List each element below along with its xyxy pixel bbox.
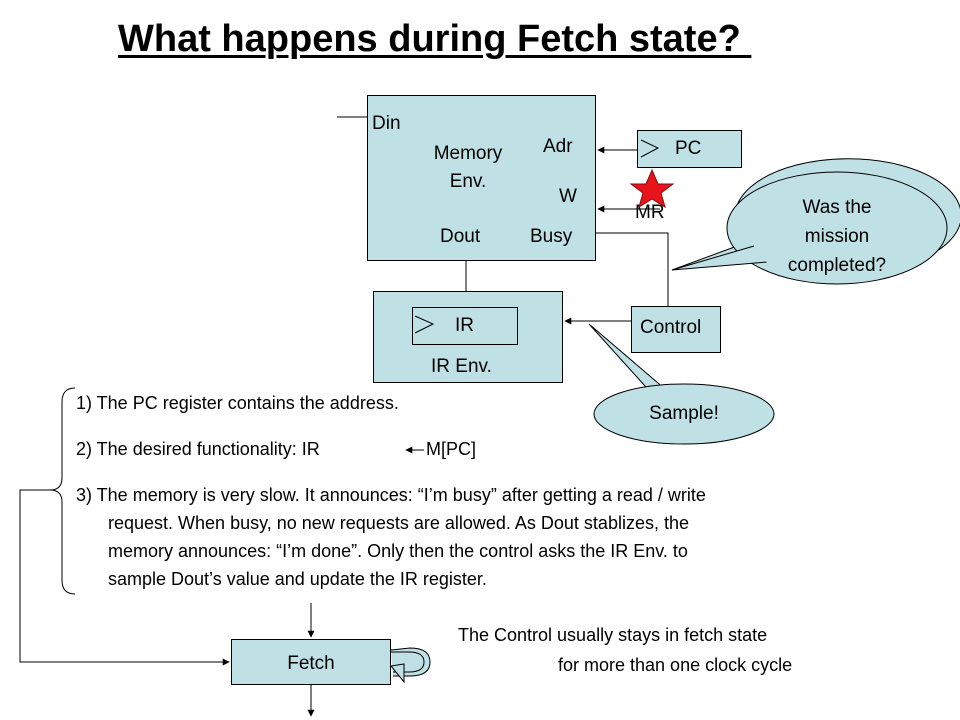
note-line2: for more than one clock cycle: [558, 655, 793, 675]
callout-question-shape: [726, 171, 948, 285]
step-3-line3: memory announces: “I’m done”. Only then …: [108, 541, 688, 561]
fetch-state-label: Fetch: [287, 653, 335, 674]
callout-question-line3: completed?: [787, 255, 887, 276]
control-label: Control: [640, 317, 702, 338]
step-2-part-b: M[PC]: [426, 439, 477, 459]
red-star: [629, 168, 675, 209]
memory-dout-label: Dout: [440, 226, 481, 247]
callout-sample-text: Sample!: [649, 403, 719, 424]
busy-to-control-wire: [596, 232, 669, 306]
memory-name-line1: Memory: [433, 143, 503, 164]
slide-title: What happens during Fetch state?: [118, 18, 752, 60]
pc-clock-triangle: [640, 139, 660, 158]
brace-to-fetch-arrow: [19, 489, 230, 666]
step-3-line2: request. When busy, no new requests are …: [108, 513, 689, 533]
callout-sample-shape: [593, 383, 775, 445]
step-2-part-a: 2) The desired functionality: IR: [76, 439, 320, 459]
memory-name-line2: Env.: [449, 171, 487, 192]
mr-signal-label: MR: [635, 202, 665, 223]
ir-register-label: IR: [455, 315, 474, 336]
note-line1: The Control usually stays in fetch state: [458, 625, 768, 645]
step-3-line1: 3) The memory is very slow. It announces…: [76, 485, 706, 505]
ir-clock-triangle: [414, 315, 435, 334]
callout-question-line2: mission: [804, 226, 870, 247]
steps-brace: [49, 387, 76, 595]
memory-env-box: [367, 95, 596, 261]
pc-register-box: [637, 130, 742, 168]
memory-w-label: W: [559, 186, 577, 207]
memory-adr-label: Adr: [543, 136, 573, 157]
memory-busy-label: Busy: [530, 226, 573, 247]
memory-din-label: Din: [372, 113, 401, 134]
step-1: 1) The PC register contains the address.: [76, 393, 399, 413]
control-box: [631, 306, 721, 353]
pc-register-label: PC: [675, 138, 702, 159]
step-3-line4: sample Dout’s value and update the IR re…: [108, 569, 487, 589]
ir-env-label: IR Env.: [431, 356, 492, 377]
callout-question-line1: Was the: [802, 197, 872, 218]
fetch-state-box: [231, 639, 391, 685]
